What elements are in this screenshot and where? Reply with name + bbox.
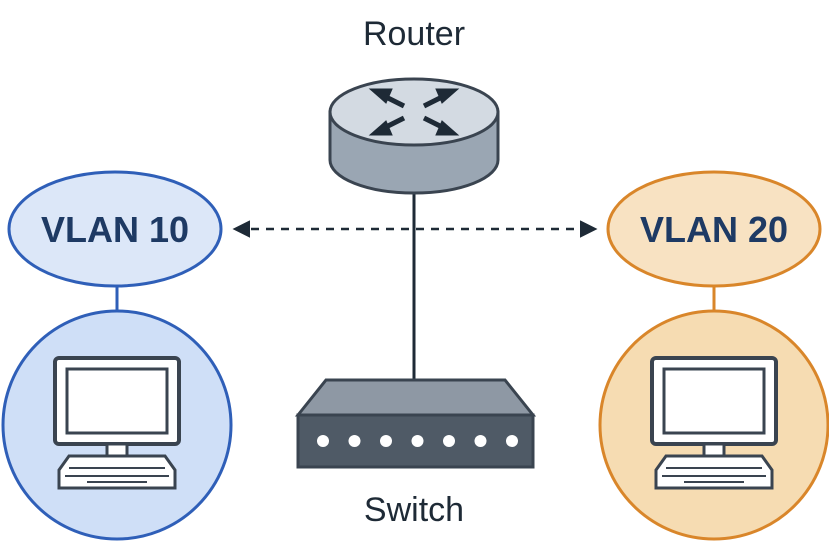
switch-icon <box>294 378 537 469</box>
switch-port-led <box>443 435 455 447</box>
vlan-10-label: VLAN 10 <box>41 209 189 250</box>
router-label: Router <box>363 15 465 53</box>
router-arrows-icon <box>368 88 460 136</box>
switch-port-led <box>348 435 361 447</box>
switch-port-led <box>411 435 424 447</box>
computer-icon <box>650 356 778 490</box>
switch-port-led <box>506 435 518 447</box>
computer-icon <box>53 356 181 490</box>
vlan-20-group: VLAN 20 <box>598 170 829 541</box>
vlan-20-bubble <box>606 170 822 288</box>
switch-label: Switch <box>364 491 464 529</box>
router-icon <box>328 77 500 195</box>
switch-port-led <box>380 435 392 447</box>
switch-port-led <box>317 435 329 447</box>
vlan-10-bubble <box>7 170 223 288</box>
vlan-10-group: VLAN 10 <box>1 170 233 541</box>
switch-port-led <box>474 435 487 447</box>
switch-ports <box>317 435 518 447</box>
vlan-20-label: VLAN 20 <box>640 209 788 250</box>
